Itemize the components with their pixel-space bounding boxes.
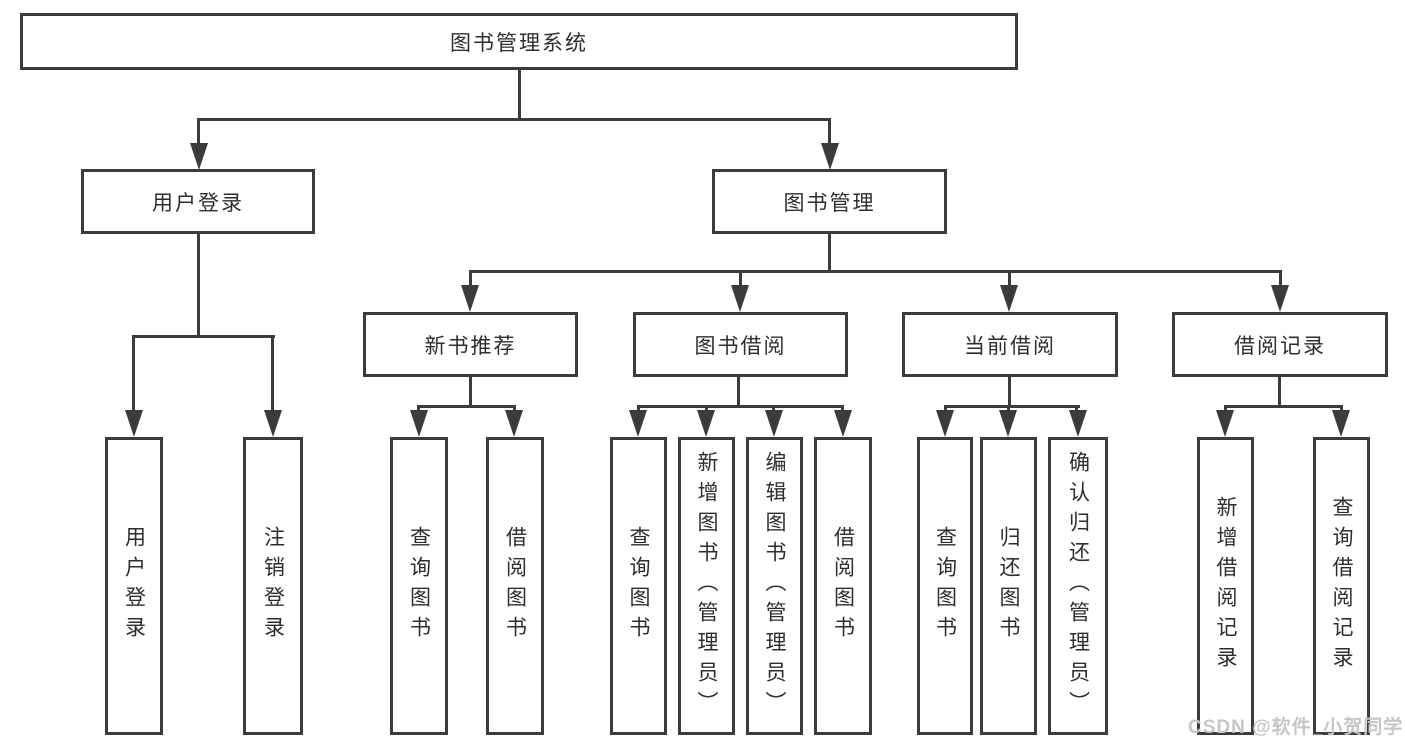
arrow-down-icon — [765, 410, 783, 437]
connector-line — [828, 118, 831, 148]
arrow-down-icon — [505, 410, 523, 437]
node-label: 新书推荐 — [424, 334, 517, 358]
arrow-down-icon — [461, 285, 479, 312]
arrow-down-icon — [834, 410, 852, 437]
node-label: 借阅记录 — [1234, 334, 1326, 358]
arrow-down-icon — [1000, 285, 1018, 312]
node-label: 查询借阅记录 — [1330, 496, 1353, 676]
node-query-borrow-record: 查询借阅记录 — [1313, 437, 1370, 735]
connector-line — [1075, 405, 1078, 413]
arrow-down-icon — [1332, 410, 1350, 437]
connector-line — [1279, 270, 1282, 287]
connector-line — [513, 405, 516, 413]
connector-line — [1278, 377, 1281, 408]
node-label: 归还图书 — [997, 526, 1020, 646]
node-label: 确认归还（管理员） — [1066, 451, 1090, 721]
node-book-borrowing: 图书借阅 — [633, 312, 848, 377]
node-label: 用户登录 — [122, 526, 146, 646]
connector-line — [1008, 270, 1011, 287]
connector-line — [271, 335, 274, 411]
arrow-down-icon — [697, 410, 715, 437]
connector-line — [1224, 405, 1227, 413]
node-add-book-admin: 新增图书（管理员） — [678, 437, 735, 735]
node-label: 借阅图书 — [831, 526, 855, 646]
node-label: 查询图书 — [407, 526, 431, 646]
watermark: CSDN @软件_小贺同学 — [1188, 717, 1404, 738]
node-borrow-books-recommend: 借阅图书 — [486, 437, 544, 735]
node-label: 查询图书 — [627, 526, 650, 646]
arrow-down-icon — [731, 285, 749, 312]
node-label: 新增借阅记录 — [1214, 496, 1237, 676]
connector-line — [1224, 405, 1343, 408]
arrow-down-icon — [629, 410, 647, 437]
connector-line — [1007, 405, 1010, 413]
arrow-down-icon — [410, 410, 428, 437]
connector-line — [944, 405, 1080, 408]
node-label: 新增图书（管理员） — [695, 451, 718, 721]
arrow-down-icon — [1216, 410, 1234, 437]
connector-line — [518, 70, 521, 118]
node-user-login: 用户登录 — [81, 169, 315, 234]
node-book-management: 图书管理 — [712, 169, 947, 234]
node-edit-book-admin: 编辑图书（管理员） — [746, 437, 803, 735]
node-query-books-current: 查询图书 — [917, 437, 973, 735]
connector-line — [637, 405, 844, 408]
node-label: 图书借阅 — [694, 334, 787, 358]
node-label: 注销登录 — [261, 526, 285, 646]
connector-line — [739, 270, 742, 287]
node-current-borrowing: 当前借阅 — [902, 312, 1118, 377]
connector-line — [737, 377, 740, 408]
node-query-books-recommend: 查询图书 — [390, 437, 448, 735]
arrow-down-icon — [821, 143, 839, 170]
node-borrowing-records: 借阅记录 — [1172, 312, 1388, 377]
node-add-borrow-record: 新增借阅记录 — [1197, 437, 1254, 735]
node-logout-action: 注销登录 — [243, 437, 303, 735]
node-label: 查询图书 — [933, 526, 957, 646]
node-label: 图书管理系统 — [450, 31, 588, 55]
arrow-down-icon — [999, 410, 1017, 437]
connector-line — [469, 270, 472, 287]
arrow-down-icon — [190, 143, 208, 170]
node-label: 借阅图书 — [503, 526, 527, 646]
node-user-login-action: 用户登录 — [105, 437, 163, 735]
connector-line — [417, 405, 516, 408]
node-new-book-recommend: 新书推荐 — [363, 312, 578, 377]
node-label: 用户登录 — [152, 191, 244, 215]
connector-line — [637, 405, 640, 413]
node-borrow-books-action: 借阅图书 — [814, 437, 872, 735]
connector-line — [841, 405, 844, 413]
node-library-management-system: 图书管理系统 — [20, 13, 1018, 70]
connector-line — [828, 233, 831, 273]
connector-line — [1340, 405, 1343, 413]
arrow-down-icon — [264, 410, 282, 437]
connector-line — [132, 335, 275, 338]
connector-line — [469, 270, 1282, 273]
arrow-down-icon — [936, 410, 954, 437]
connector-line — [197, 118, 200, 148]
node-confirm-return-admin: 确认归还（管理员） — [1048, 437, 1108, 735]
node-label: 图书管理 — [783, 191, 876, 215]
arrow-down-icon — [1069, 410, 1087, 437]
connector-line — [944, 405, 947, 413]
connector-line — [772, 405, 775, 413]
connector-line — [132, 335, 135, 411]
connector-line — [197, 118, 831, 121]
arrow-down-icon — [125, 410, 143, 437]
connector-line — [417, 405, 420, 413]
arrow-down-icon — [1271, 285, 1289, 312]
connector-line — [469, 377, 472, 408]
node-query-books-borrow: 查询图书 — [610, 437, 667, 735]
node-label: 编辑图书（管理员） — [763, 451, 786, 721]
connector-line — [705, 405, 708, 413]
node-return-book: 归还图书 — [980, 437, 1037, 735]
connector-line — [1008, 377, 1011, 408]
connector-line — [197, 233, 200, 336]
node-label: 当前借阅 — [964, 334, 1056, 358]
